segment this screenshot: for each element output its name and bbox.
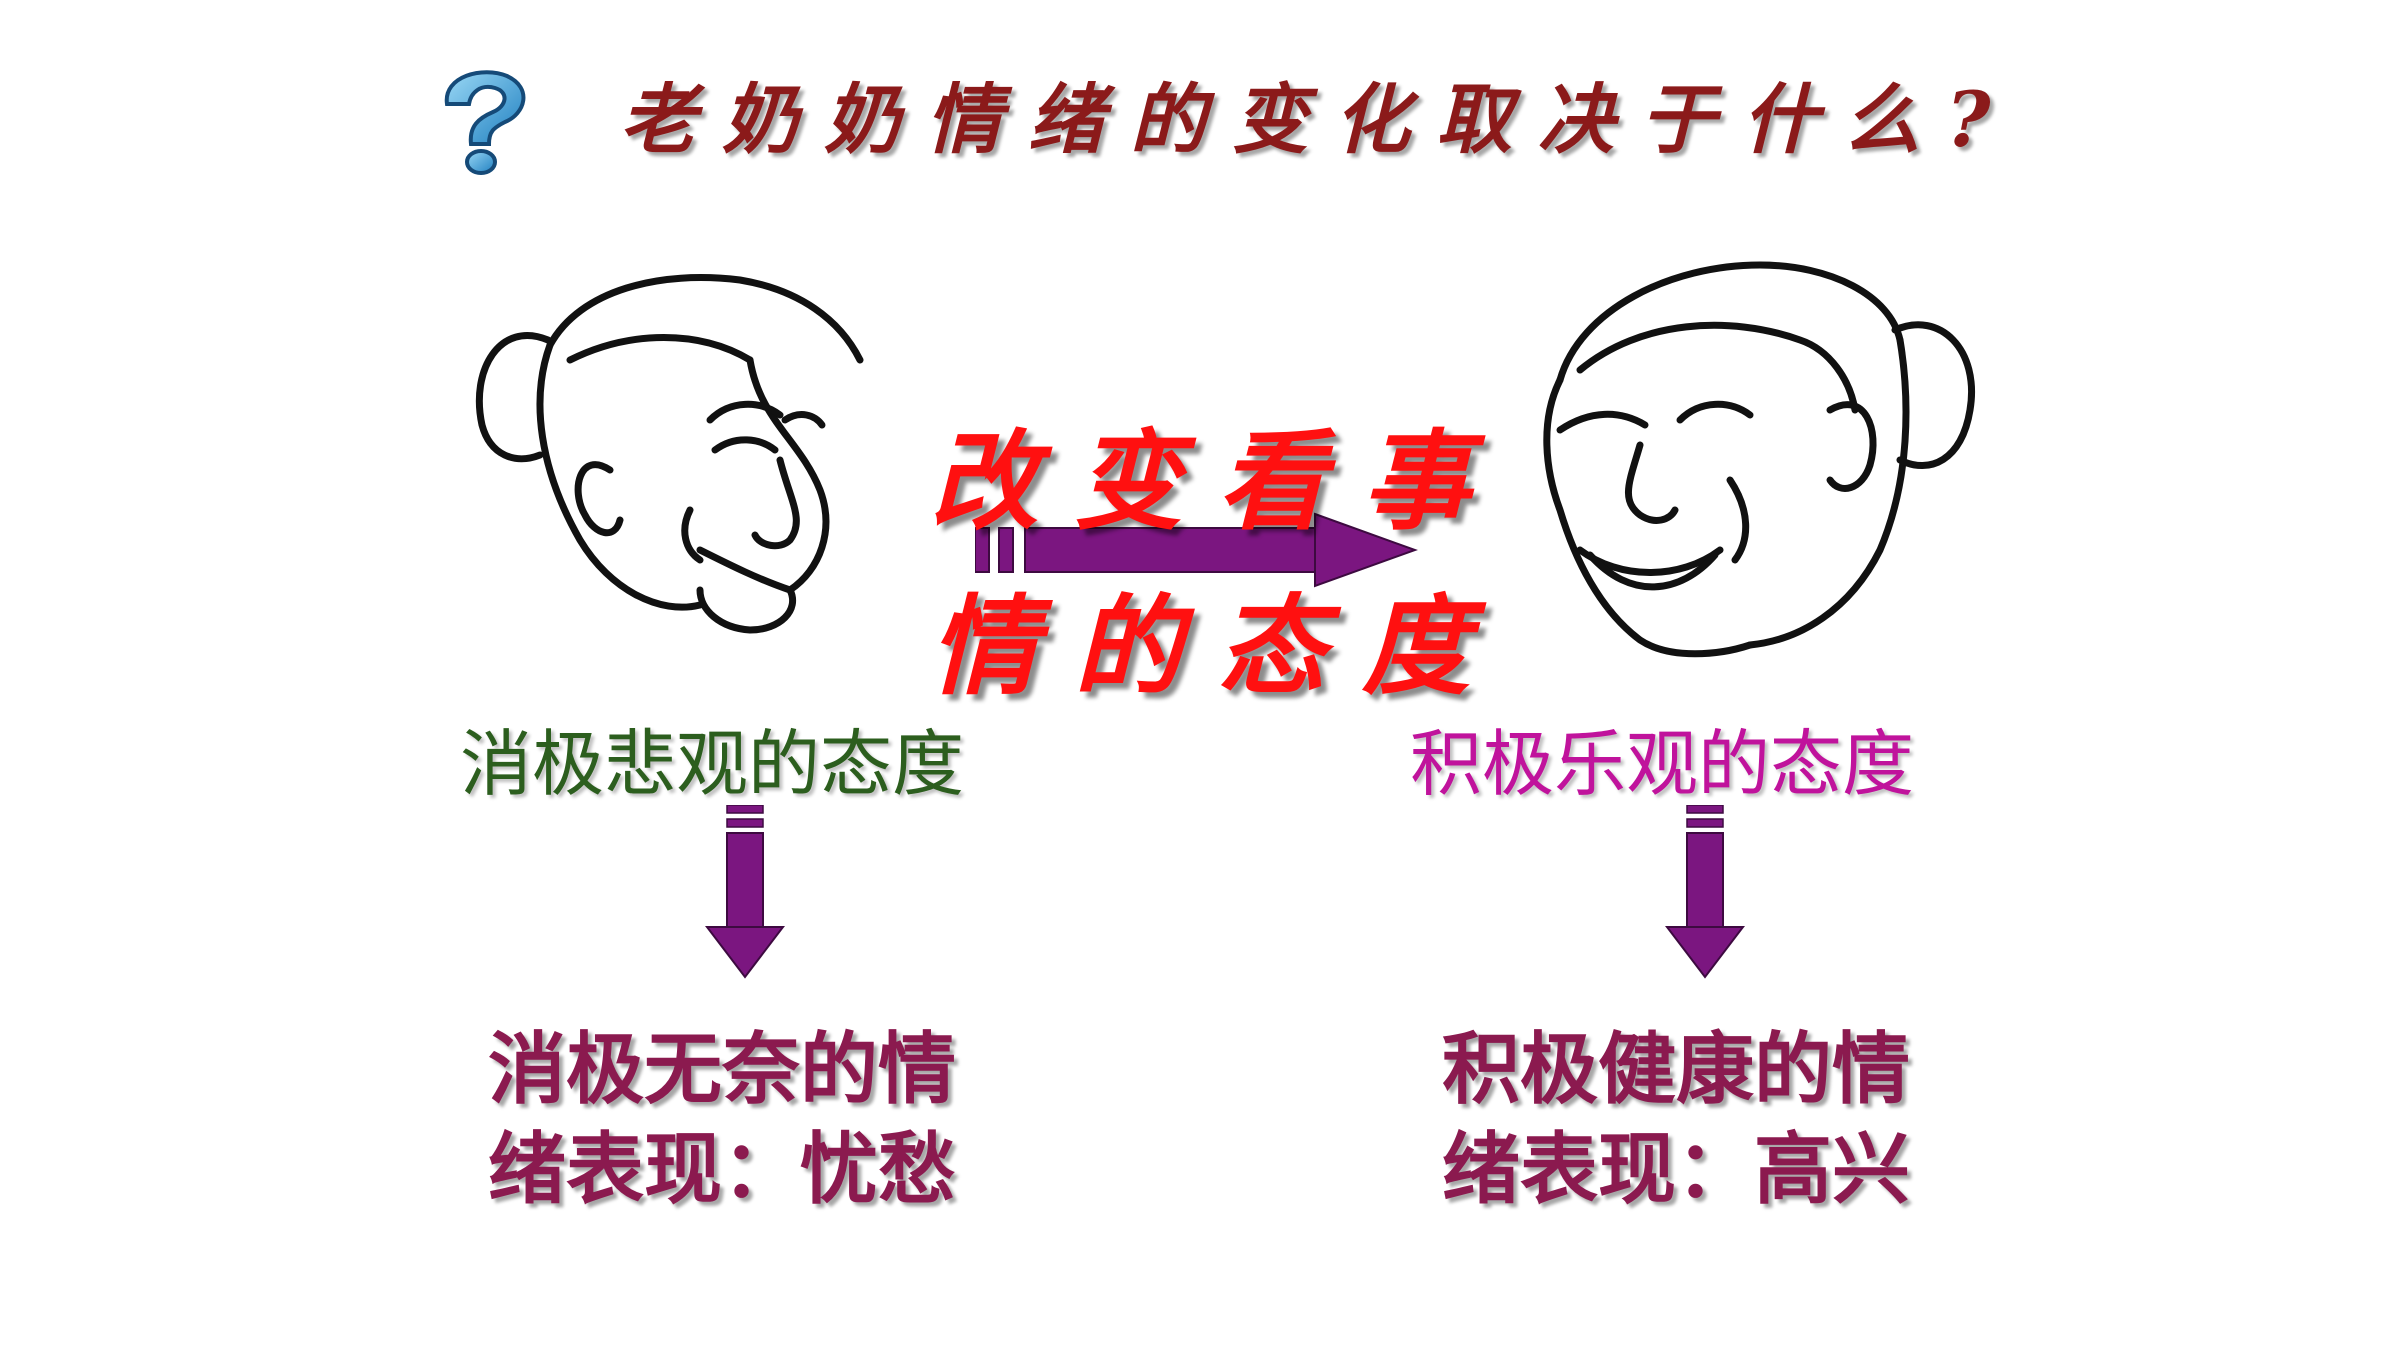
left-result-line1: 消极无奈的情 — [488, 1024, 957, 1115]
question-mark-icon — [444, 70, 526, 175]
happy-grandma-face — [1543, 261, 1975, 658]
page-title: 老奶奶情绪的变化取决于什么? — [620, 75, 2017, 164]
left-result: 消极无奈的情 绪表现：忧愁 — [488, 1020, 956, 1220]
down-arrow-icon — [705, 805, 785, 979]
center-text-line1: 改变看事 — [930, 419, 1507, 545]
right-attitude-label: 积极乐观的态度 — [1410, 722, 1915, 806]
right-arrow-icon — [975, 512, 1418, 588]
right-result-line1: 积极健康的情 — [1442, 1024, 1911, 1115]
right-result-line2: 绪表现：高兴 — [1442, 1124, 1911, 1215]
left-attitude-label: 消极悲观的态度 — [460, 722, 965, 806]
down-arrow-icon — [1665, 805, 1745, 979]
left-result-line2: 绪表现：忧愁 — [488, 1124, 957, 1215]
center-text-line2: 情的态度 — [930, 584, 1507, 710]
sad-grandma-face — [475, 274, 864, 634]
right-result: 积极健康的情 绪表现：高兴 — [1442, 1020, 1910, 1220]
